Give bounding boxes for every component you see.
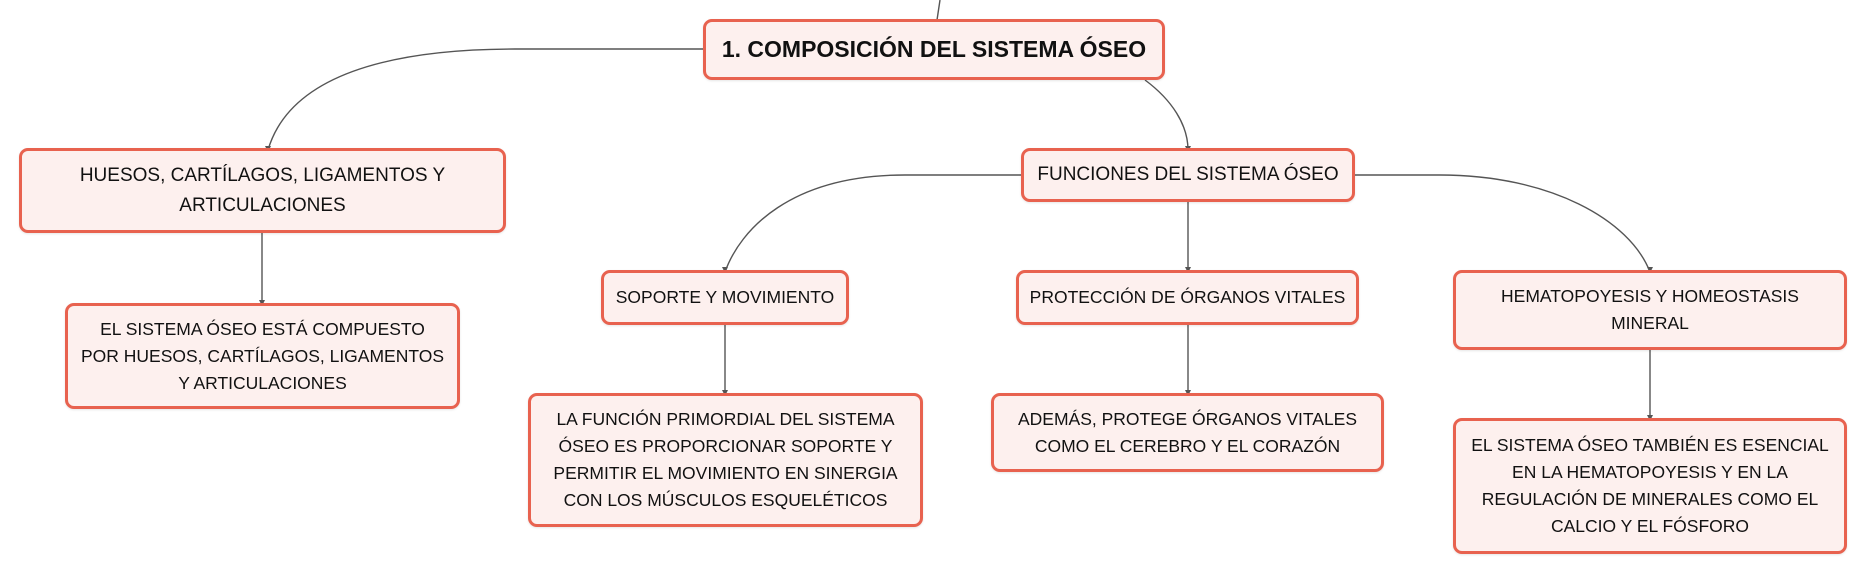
support-node-label: SOPORTE Y MOVIMIENTO: [615, 287, 835, 307]
connector-functions-to-hematopoiesis: [1355, 174, 1651, 273]
connector-parent-to-root: [936, 0, 941, 21]
protection-detail-node[interactable]: ADEMÁS, PROTEGE ÓRGANOS VITALES COMO EL …: [991, 393, 1384, 472]
connector-root-to-components: [267, 48, 704, 151]
root-node-label: 1. COMPOSICIÓN DEL SISTEMA ÓSEO: [721, 36, 1147, 62]
hematopoiesis-detail-node[interactable]: EL SISTEMA ÓSEO TAMBIÉN ES ESENCIAL EN L…: [1453, 418, 1847, 554]
components-node-label: HUESOS, CARTÍLAGOS, LIGAMENTOS Y ARTICUL…: [79, 164, 446, 216]
hematopoiesis-detail-label: EL SISTEMA ÓSEO TAMBIÉN ES ESENCIAL EN L…: [1471, 435, 1829, 536]
connector-functions-to-support: [724, 174, 1022, 273]
protection-node[interactable]: PROTECCIÓN DE ÓRGANOS VITALES: [1016, 270, 1359, 325]
components-node[interactable]: HUESOS, CARTÍLAGOS, LIGAMENTOS Y ARTICUL…: [19, 148, 506, 233]
components-detail-label: EL SISTEMA ÓSEO ESTÁ COMPUESTO POR HUESO…: [80, 318, 445, 393]
root-node[interactable]: 1. COMPOSICIÓN DEL SISTEMA ÓSEO: [703, 19, 1165, 80]
support-detail-node[interactable]: LA FUNCIÓN PRIMORDIAL DEL SISTEMA ÓSEO E…: [528, 393, 923, 527]
connector-root-to-functions: [1144, 79, 1189, 151]
functions-node[interactable]: FUNCIONES DEL SISTEMA ÓSEO: [1021, 148, 1355, 202]
support-node[interactable]: SOPORTE Y MOVIMIENTO: [601, 270, 849, 325]
protection-detail-label: ADEMÁS, PROTEGE ÓRGANOS VITALES COMO EL …: [1017, 408, 1358, 456]
protection-node-label: PROTECCIÓN DE ÓRGANOS VITALES: [1029, 287, 1346, 307]
hematopoiesis-node-label: HEMATOPOYESIS Y HOMEOSTASIS MINERAL: [1501, 286, 1799, 333]
hematopoiesis-node[interactable]: HEMATOPOYESIS Y HOMEOSTASIS MINERAL: [1453, 270, 1847, 350]
support-detail-label: LA FUNCIÓN PRIMORDIAL DEL SISTEMA ÓSEO E…: [553, 409, 898, 510]
components-detail-node[interactable]: EL SISTEMA ÓSEO ESTÁ COMPUESTO POR HUESO…: [65, 303, 460, 409]
functions-node-label: FUNCIONES DEL SISTEMA ÓSEO: [1037, 164, 1339, 185]
